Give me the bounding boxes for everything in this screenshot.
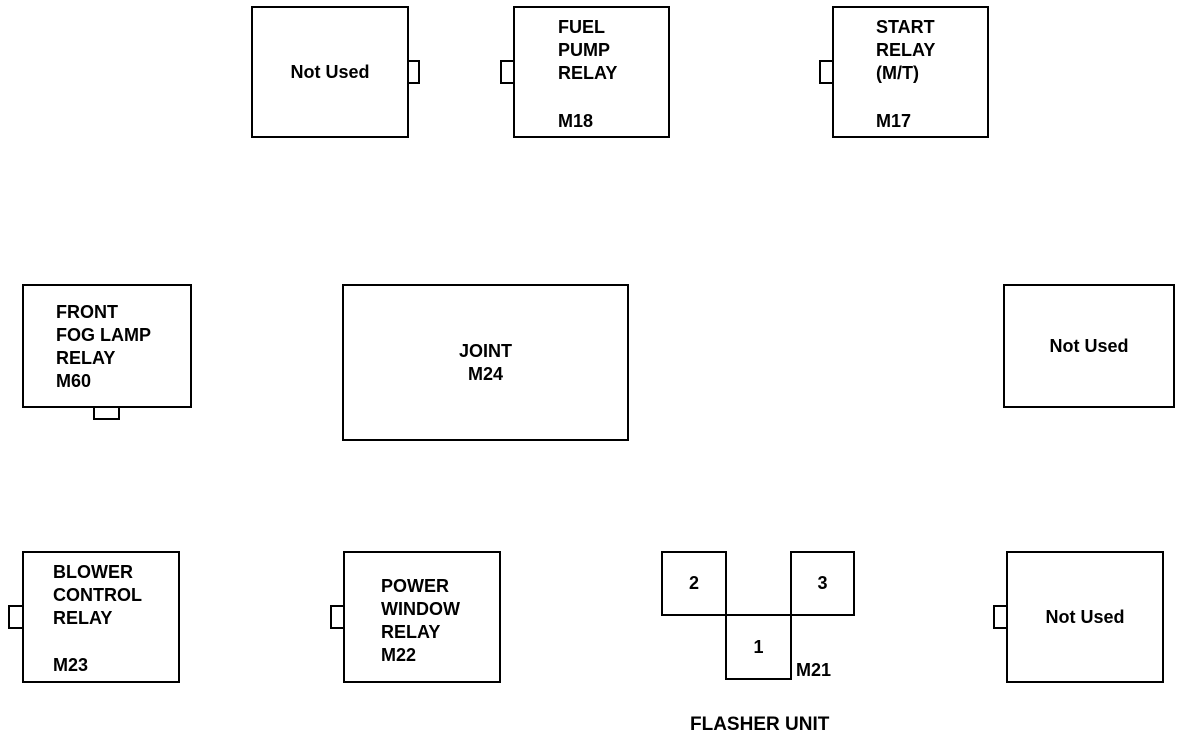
fuel-pump-relay: FUEL PUMP RELAY M18: [513, 6, 670, 138]
joint-label: JOINT: [458, 340, 512, 361]
fuel-pump-relay-line: PUMP: [558, 40, 611, 60]
not-used-slot-top: Not Used: [251, 6, 409, 138]
terminal-1-label: 1: [753, 636, 764, 657]
connector-tab: [93, 406, 120, 420]
start-relay-line: (M/T): [876, 63, 919, 83]
fog-lamp-relay-line: RELAY: [56, 348, 116, 368]
flasher-title: FLASHER UNIT: [690, 714, 830, 735]
terminal-2-label: 2: [688, 573, 699, 593]
blower-control-relay: BLOWER CONTROL RELAY M23: [22, 551, 180, 683]
start-relay-line: RELAY: [876, 40, 936, 60]
joint-connector: JOINT M24: [342, 284, 629, 441]
start-relay: START RELAY (M/T) M17: [832, 6, 989, 138]
not-used-slot-middle: Not Used: [1003, 284, 1175, 408]
flasher-terminal-3: 3: [790, 551, 855, 616]
power-window-relay-line: POWER: [381, 576, 450, 596]
connector-tab: [819, 60, 834, 84]
blower-relay-line: BLOWER: [53, 562, 133, 582]
not-used-label: Not Used: [1049, 335, 1129, 356]
fuel-pump-relay-code: M18: [558, 111, 594, 131]
blower-relay-line: RELAY: [53, 608, 113, 628]
blower-relay-line: CONTROL: [53, 585, 142, 605]
fuel-pump-relay-line: RELAY: [558, 63, 618, 83]
connector-tab: [993, 605, 1008, 629]
fuel-pump-relay-line: FUEL: [558, 17, 605, 37]
start-relay-code: M17: [876, 111, 912, 131]
power-window-relay-line: WINDOW: [381, 599, 460, 619]
power-window-relay: POWER WINDOW RELAY M22: [343, 551, 501, 683]
not-used-label: Not Used: [290, 61, 370, 82]
connector-tab: [330, 605, 345, 629]
power-window-relay-line: RELAY: [381, 622, 441, 642]
blower-relay-code: M23: [53, 655, 89, 675]
not-used-label: Not Used: [1045, 606, 1125, 627]
start-relay-line: START: [876, 17, 935, 37]
connector-tab: [407, 60, 420, 84]
front-fog-lamp-relay: FRONT FOG LAMP RELAY M60: [22, 284, 192, 408]
connector-tab: [500, 60, 515, 84]
fog-lamp-relay-line: FRONT: [56, 302, 118, 322]
flasher-terminal-1: 1: [725, 614, 792, 680]
joint-code: M24: [467, 363, 503, 384]
terminal-3-label: 3: [817, 573, 828, 593]
power-window-relay-line: M22: [381, 645, 417, 665]
not-used-slot-bottom: Not Used: [1006, 551, 1164, 683]
flasher-terminal-2: 2: [661, 551, 727, 616]
flasher-code: M21: [796, 660, 832, 680]
connector-tab: [8, 605, 24, 629]
fog-lamp-relay-line: M60: [56, 371, 92, 391]
fog-lamp-relay-line: FOG LAMP: [56, 325, 151, 345]
